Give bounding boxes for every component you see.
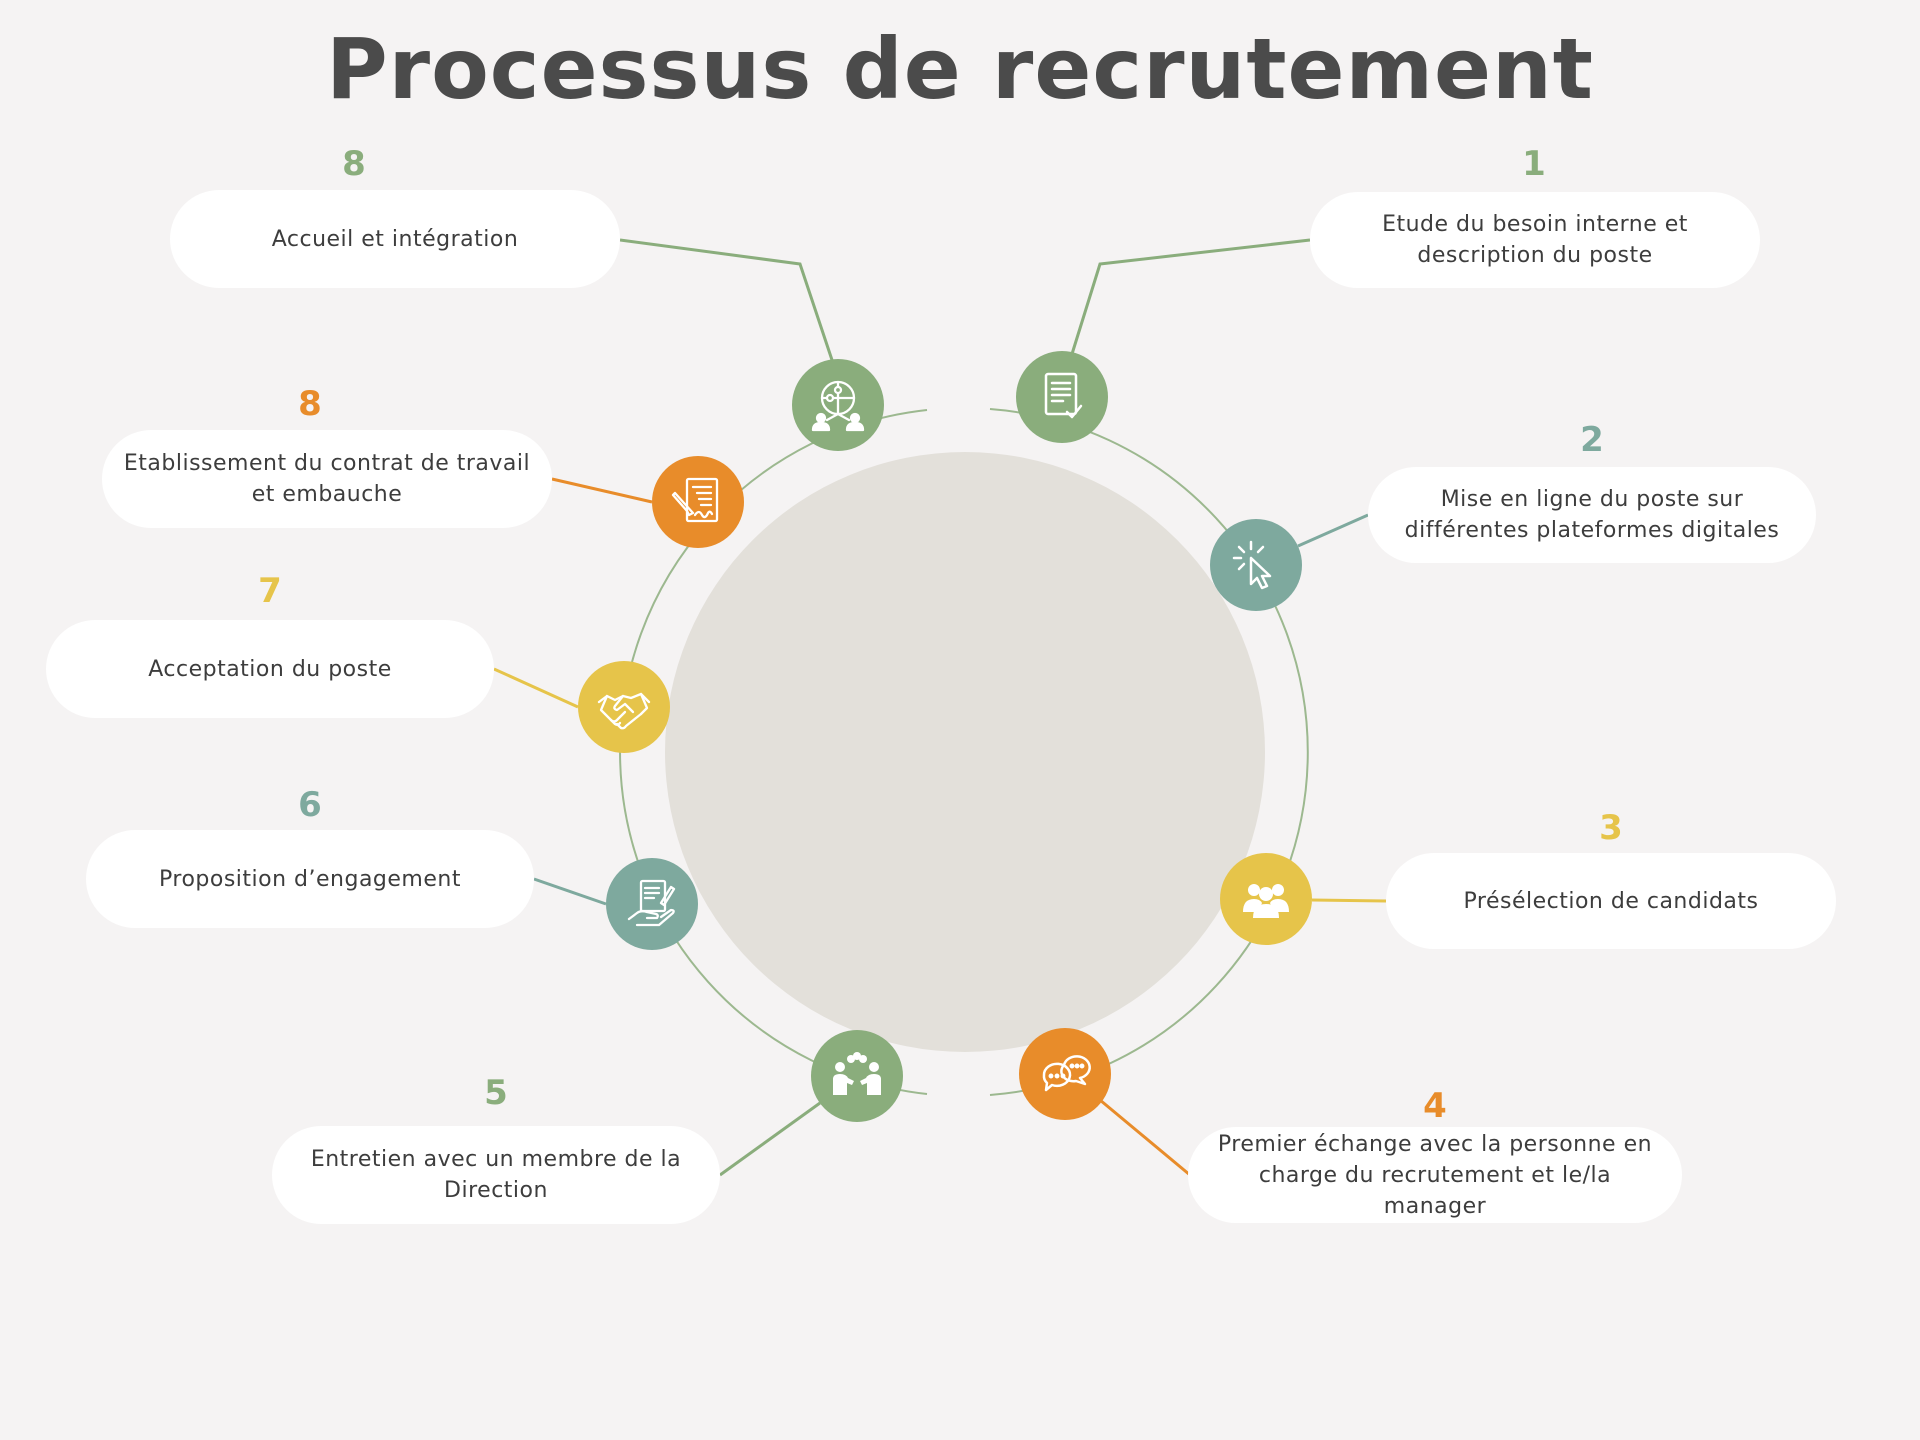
ring-arc-right: [989, 408, 1309, 1096]
step-icon-2: [1210, 519, 1302, 611]
connector-5: [719, 1101, 821, 1177]
step-icon-6: [606, 858, 698, 950]
document-check-icon: [1044, 372, 1083, 419]
step-icon-3: [1220, 853, 1312, 945]
step-number-8-contract: 8: [298, 384, 322, 424]
cursor-click-icon: [1232, 540, 1272, 590]
step-box-2: Mise en ligne du poste sur différentes p…: [1368, 467, 1816, 563]
step-number-2: 2: [1580, 420, 1604, 460]
connector-1: [1070, 238, 1311, 355]
step-number-4: 4: [1423, 1086, 1447, 1126]
step-box-1: Etude du besoin interne et description d…: [1310, 192, 1760, 288]
connector-6: [533, 877, 607, 906]
connector-3: [1311, 898, 1387, 903]
step-icon-7: [578, 661, 670, 753]
meeting-icon: [833, 1052, 881, 1095]
contract-sign-icon: [671, 477, 719, 523]
step-icon-5: [811, 1030, 903, 1122]
group-people-icon: [1243, 884, 1289, 918]
step-box-8-contract: Etablissement du contrat de travail et e…: [102, 430, 552, 528]
step-number-8-integration: 8: [342, 144, 366, 184]
connector-7: [493, 667, 579, 709]
handshake-icon: [597, 692, 651, 730]
page-title: Processus de recrutement: [326, 20, 1594, 118]
connector-2: [1297, 513, 1369, 548]
step-number-6: 6: [298, 785, 322, 825]
step-box-4: Premier échange avec la personne en char…: [1188, 1127, 1682, 1223]
step-icon-8-contract: [652, 456, 744, 548]
hand-document-icon: [627, 879, 676, 927]
connector-4: [1099, 1098, 1191, 1177]
step-number-5: 5: [484, 1073, 508, 1113]
step-box-6: Proposition d’engagement: [86, 830, 534, 928]
connector-8-integration: [619, 238, 834, 361]
puzzle-team-icon: [811, 380, 865, 432]
connector-8-contract: [551, 477, 653, 504]
step-box-7: Acceptation du poste: [46, 620, 494, 718]
step-icon-4: [1019, 1028, 1111, 1120]
center-circle: [665, 452, 1265, 1052]
step-number-7: 7: [258, 571, 282, 611]
chat-bubbles-icon: [1042, 1055, 1091, 1092]
step-number-1: 1: [1522, 144, 1546, 184]
step-box-5: Entretien avec un membre de la Direction: [272, 1126, 720, 1224]
step-box-3: Présélection de candidats: [1386, 853, 1836, 949]
step-number-3: 3: [1599, 808, 1623, 848]
step-icon-1: [1016, 351, 1108, 443]
step-icon-8-integration: [792, 359, 884, 451]
step-box-8-integration: Accueil et intégration: [170, 190, 620, 288]
